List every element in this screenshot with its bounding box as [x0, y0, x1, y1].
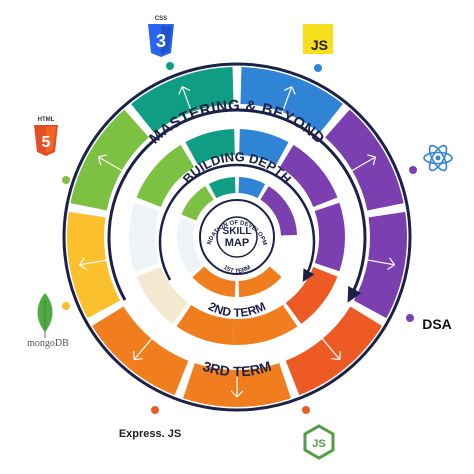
connector-dot-html	[62, 176, 70, 184]
inner-segment	[181, 186, 214, 221]
middle-segment	[185, 129, 235, 165]
connector-dot-css	[166, 62, 174, 70]
inner-segment-ring	[177, 177, 297, 297]
middle-segment	[285, 267, 338, 324]
connector-dot-dsa	[406, 314, 414, 322]
svg-text:CSS: CSS	[155, 16, 167, 22]
svg-text:JS: JS	[311, 37, 328, 53]
middle-segment	[239, 129, 289, 165]
radial-arrowhead	[387, 257, 396, 271]
middle-segment	[136, 144, 195, 207]
center-title-line2: MAP	[225, 237, 249, 249]
svg-text:5: 5	[42, 134, 51, 151]
dsa-label: DSA	[422, 316, 452, 332]
html-logo: HTML 5	[34, 117, 58, 156]
radial-arrowhead	[230, 390, 244, 398]
middle-segment	[136, 267, 189, 324]
outer-segment-ring	[66, 67, 407, 407]
term3-label: 3RD TERM	[201, 358, 273, 380]
inner-segment	[192, 266, 236, 297]
js-logo: JS	[303, 24, 333, 54]
outer-segment	[325, 109, 404, 211]
connector-dot-express	[151, 406, 159, 414]
svg-text:JS: JS	[312, 438, 325, 450]
inner-segment	[208, 177, 236, 199]
outer-ring	[62, 62, 412, 412]
center-title-line1: SKILL	[223, 226, 252, 237]
outer-segment	[70, 109, 149, 211]
radial-arrowhead	[178, 86, 191, 95]
radial-arrow	[98, 156, 143, 183]
middle-segment	[128, 202, 160, 272]
outer-segment	[353, 211, 407, 319]
svg-text:mongoDB: mongoDB	[27, 338, 69, 349]
radial-arrowhead	[78, 257, 87, 271]
middle-segment-ring	[128, 129, 345, 345]
building-ring-arrow	[158, 163, 316, 283]
radial-arrowhead	[97, 154, 107, 166]
radial-arrow	[133, 320, 167, 360]
radial-arrowhead	[283, 86, 296, 95]
outer-segment	[92, 306, 189, 396]
middle-segment	[176, 304, 235, 345]
express-label: Express. JS	[119, 428, 181, 440]
radial-arrow	[307, 320, 341, 360]
outer-segment	[285, 306, 382, 396]
term2-label: 2ND TERM	[206, 299, 268, 320]
css-logo: CSS 3	[148, 16, 174, 57]
svg-text:HTML: HTML	[38, 117, 55, 123]
mastering-ring-arrow	[107, 108, 367, 303]
inner-segment	[238, 177, 266, 199]
middle-segment	[233, 304, 298, 345]
outer-segment	[240, 67, 343, 133]
radial-arrowhead	[367, 154, 377, 166]
mongodb-logo: mongoDB	[27, 293, 69, 349]
nodejs-hexagon-icon	[303, 424, 335, 460]
middle-segment	[314, 202, 345, 272]
nodejs-logo: JS	[303, 424, 335, 460]
outer-segment	[66, 211, 121, 319]
js-box-icon	[303, 24, 333, 54]
center-inner-circle	[216, 216, 258, 258]
outer-segment	[131, 67, 234, 133]
radial-arrow	[274, 86, 293, 134]
term1-label: 1ST TERM	[222, 265, 252, 275]
inner-segment	[260, 186, 297, 236]
radial-arrowhead	[132, 351, 143, 361]
svg-text:3: 3	[156, 31, 166, 51]
radial-arrow	[181, 86, 200, 134]
connector-dot-node	[302, 406, 310, 414]
arrow-layer	[78, 86, 396, 398]
radial-arrow	[345, 255, 395, 266]
radial-arrow	[79, 255, 129, 266]
inner-segment	[238, 266, 282, 297]
radial-arrowhead	[331, 351, 342, 361]
connector-dot-mongo	[62, 302, 70, 310]
react-atom-icon	[423, 144, 453, 172]
middle-segment	[279, 144, 338, 207]
inner-segment	[177, 218, 203, 274]
connector-dot-js	[314, 64, 322, 72]
radial-arrow	[331, 156, 376, 183]
connector-dot-react	[409, 166, 417, 174]
